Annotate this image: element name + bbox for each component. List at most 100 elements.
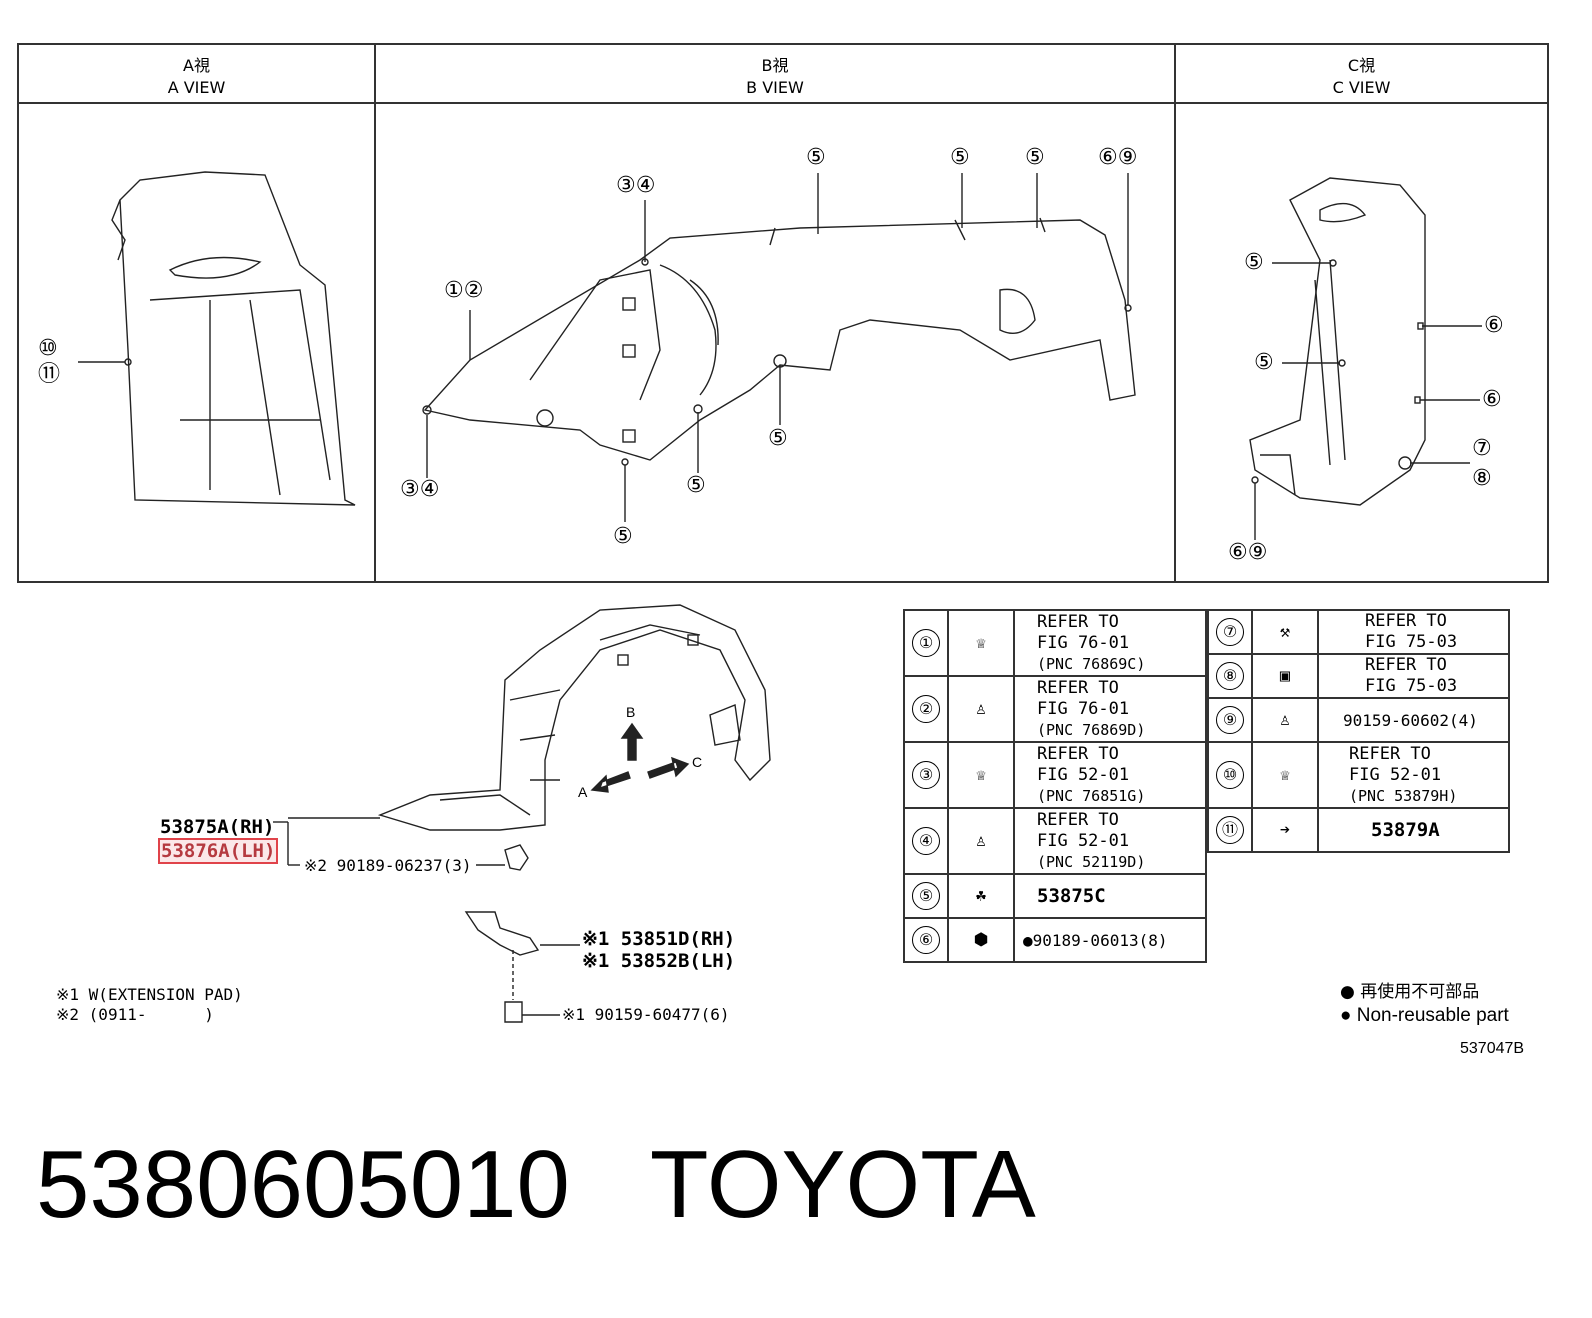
clip-icon: ♕: [975, 633, 987, 653]
table-row: ⑪ ➔ 53879A: [1207, 807, 1510, 853]
desc-line: REFER TO: [1037, 743, 1119, 764]
callout-5-e: ⑤: [686, 473, 706, 498]
desc-line: 53875C: [1037, 884, 1106, 907]
a-view-drawing: [78, 171, 356, 506]
screw-icon: ♙: [1279, 710, 1291, 730]
row-number: ①: [912, 629, 940, 657]
table-row: ⑨ ♙ 90159-60602(4): [1207, 697, 1510, 743]
rivet-icon: ☘: [975, 886, 987, 906]
nut-icon: ⬢: [973, 930, 989, 950]
drawing-number: 537047B: [1460, 1040, 1525, 1057]
desc-line: FIG 52-01: [1037, 764, 1130, 785]
clip-label: ※2 90189-06237(3): [304, 856, 472, 875]
desc-line: (PNC 52119D): [1037, 852, 1146, 871]
callout-3-4-top: ③④: [616, 173, 656, 198]
table-row: ⑥ ⬢ ●90189-06013(8): [903, 917, 1207, 963]
part-number: 5380605010: [36, 1131, 570, 1238]
desc-line: REFER TO: [1349, 743, 1431, 764]
row-number: ⑤: [912, 882, 940, 910]
pad-labels: ※1 53851D(RH) ※1 53852B(LH): [582, 928, 735, 972]
desc-line: REFER TO: [1037, 611, 1119, 632]
callout-c-6-9: ⑥⑨: [1228, 540, 1268, 565]
main-part-labels: 53875A(RH) 53876A(LH): [158, 816, 279, 864]
clip-icon: ♕: [975, 765, 987, 785]
footnotes: ※1 W(EXTENSION PAD) ※2 (0911- ): [56, 985, 243, 1025]
callout-6-9: ⑥⑨: [1098, 145, 1138, 170]
pad-label-lh: ※1 53852B(LH): [582, 950, 736, 972]
desc-line: FIG 75-03: [1365, 632, 1458, 652]
a-view-title-en: A VIEW: [167, 78, 226, 97]
row-number: ⑥: [912, 926, 940, 954]
callout-3-4-bottom: ③④: [400, 477, 440, 502]
c-view-title-jp: C視: [1347, 56, 1376, 75]
callout-5-d: ⑤: [768, 426, 788, 451]
c-view-drawing: [1249, 177, 1482, 540]
direction-b: B: [626, 704, 636, 720]
screw-label: ※1 90159-60477(6): [562, 1005, 730, 1024]
row-number: ⑩: [1216, 761, 1244, 789]
part-label-rh[interactable]: 53875A(RH): [160, 816, 275, 838]
a-view-title-jp: A視: [183, 56, 210, 75]
table-row: ⑤ ☘ 53875C: [903, 873, 1207, 919]
desc-line: FIG 76-01: [1037, 632, 1130, 653]
legend: ● 再使用不可部品 ● Non-reusable part: [1340, 980, 1509, 1028]
row-number: ⑦: [1216, 618, 1244, 646]
row-number: ②: [912, 695, 940, 723]
callout-1-2: ①②: [444, 278, 484, 303]
clip-icon: ♕: [1279, 765, 1291, 785]
screw-icon: ♙: [975, 831, 987, 851]
desc-line: ●90189-06013(8): [1023, 930, 1168, 950]
row-number: ③: [912, 761, 940, 789]
callout-5-a: ⑤: [806, 145, 826, 170]
pad-label-rh: ※1 53851D(RH): [582, 928, 736, 950]
desc-line: 53879A: [1371, 818, 1440, 841]
part-label-lh[interactable]: 53876A(LH): [158, 838, 279, 864]
desc-line: (PNC 53879H): [1349, 786, 1458, 805]
screw-icon: ♙: [975, 699, 987, 719]
footnote-2: ※2 (0911- ): [56, 1005, 214, 1024]
desc-line: REFER TO: [1365, 611, 1447, 631]
desc-line: 90159-60602(4): [1343, 710, 1478, 730]
legend-en: ● Non-reusable part: [1340, 1005, 1509, 1026]
desc-line: (PNC 76869D): [1037, 720, 1146, 739]
callout-c-5-b: ⑤: [1254, 350, 1274, 375]
b-view-header: B視 B VIEW: [375, 55, 1175, 99]
fender-liner-drawing: [273, 604, 771, 1023]
callout-c-6-b: ⑥: [1482, 387, 1502, 412]
screw-icon: ⚒: [1279, 622, 1291, 642]
desc-line: REFER TO: [1037, 677, 1119, 698]
direction-c: C: [692, 754, 703, 770]
fastener-icon: ➔: [1279, 820, 1291, 840]
callout-10: ⑩: [38, 336, 58, 361]
a-view-header: A視 A VIEW: [18, 55, 375, 99]
row-number: ④: [912, 827, 940, 855]
a-view-callouts: ⑩ ⑪: [38, 336, 60, 388]
callout-c-5-a: ⑤: [1244, 250, 1264, 275]
callout-5-c: ⑤: [1025, 145, 1045, 170]
callout-c-8: ⑧: [1472, 466, 1492, 491]
direction-a: A: [578, 784, 588, 800]
desc-line: (PNC 76851G): [1037, 786, 1146, 805]
desc-line: FIG 75-03: [1365, 676, 1458, 696]
b-view-drawing: [422, 173, 1136, 522]
desc-line: (PNC 76869C): [1037, 654, 1146, 673]
b-view-title-jp: B視: [761, 56, 789, 75]
desc-line: FIG 52-01: [1349, 764, 1442, 785]
callout-5-f: ⑤: [613, 524, 633, 549]
c-view-title-en: C VIEW: [1332, 78, 1391, 97]
legend-jp: ● 再使用不可部品: [1340, 982, 1480, 1002]
desc-line: FIG 52-01: [1037, 830, 1130, 851]
callout-c-7: ⑦: [1472, 436, 1492, 461]
row-number: ⑧: [1216, 662, 1244, 690]
